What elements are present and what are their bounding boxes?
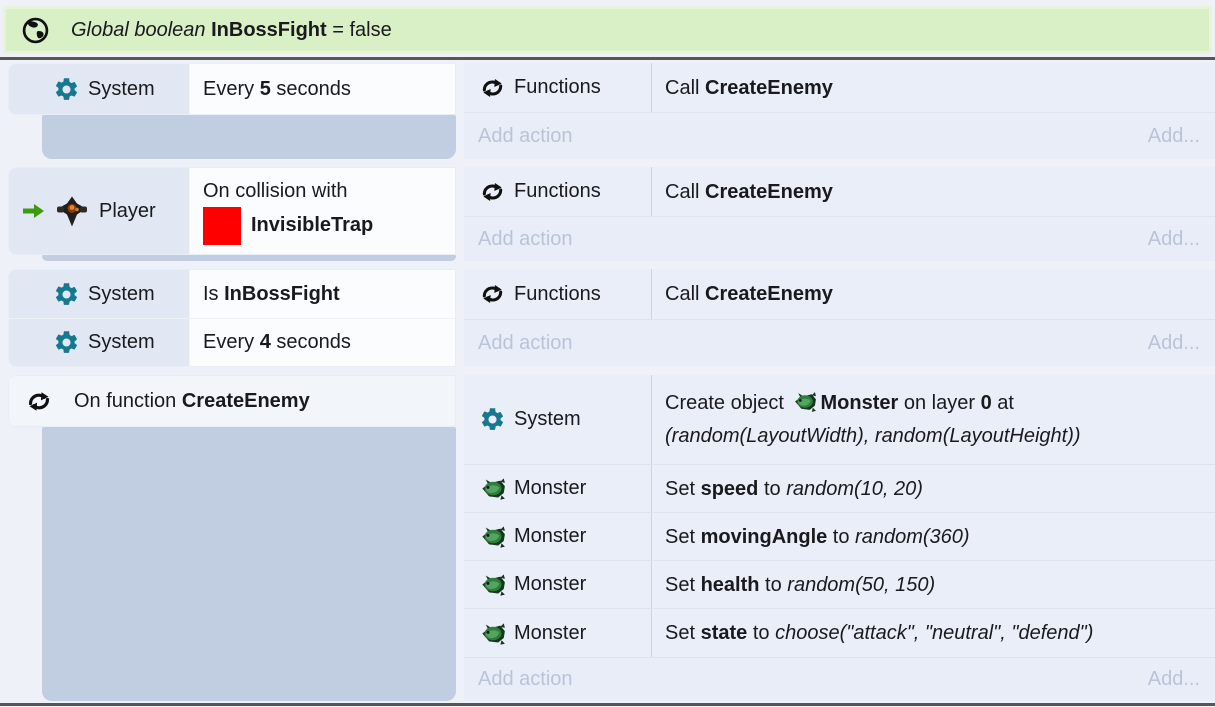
player-sprite-icon — [53, 195, 91, 228]
object-label: Monster — [514, 525, 587, 547]
variable-value: = false — [332, 18, 392, 41]
action-object-cell[interactable]: Monster — [464, 561, 652, 608]
monster-sprite-icon — [479, 525, 506, 548]
action-call-createenemy[interactable]: Functions Call CreateEnemy — [464, 63, 1215, 113]
add-action-link[interactable]: Add action — [478, 331, 573, 354]
condition-text-cell[interactable]: Every 4 seconds — [190, 319, 455, 366]
add-action-link[interactable]: Add action — [478, 668, 573, 690]
object-label: Monster — [514, 573, 587, 595]
action-create-object[interactable]: System Create object Monster on layer 0 … — [464, 375, 1215, 465]
condition-every-5-seconds[interactable]: System Every 5 seconds — [9, 64, 455, 114]
globe-icon — [22, 17, 49, 44]
event-block-2: Player On collision with InvisibleTrap — [8, 167, 1215, 261]
bookmark-arrow-icon — [21, 203, 53, 219]
condition-text-cell[interactable]: Is InBossFight — [190, 270, 455, 318]
action-object-cell[interactable]: Monster — [464, 609, 652, 657]
event2-conditions: Player On collision with InvisibleTrap — [8, 167, 456, 255]
action-set-health[interactable]: Monster Set health to random(50, 150) — [464, 561, 1215, 609]
variable-type-label: Global boolean — [71, 18, 206, 41]
condition-every-4-seconds[interactable]: System Every 4 seconds — [9, 318, 455, 366]
object-label: Functions — [514, 76, 601, 98]
action-object-cell[interactable]: Monster — [464, 513, 652, 560]
action-text-cell[interactable]: Set health to random(50, 150) — [665, 573, 936, 596]
action-object-cell[interactable]: Functions — [464, 269, 652, 319]
object-label: System — [88, 77, 155, 100]
global-variable-row[interactable]: Global boolean InBossFight = false — [3, 6, 1212, 54]
action-object-cell[interactable]: Monster — [464, 465, 652, 512]
functions-icon — [479, 180, 506, 204]
functions-icon — [25, 389, 53, 414]
condition-text-cell[interactable]: Every 5 seconds — [190, 64, 455, 114]
invisibletrap-icon — [203, 206, 241, 245]
add-more-link[interactable]: Add... — [1147, 668, 1200, 690]
action-text-cell[interactable]: Create object Monster on layer 0 at (ran… — [652, 375, 1215, 464]
condition-object-cell[interactable]: System — [9, 270, 190, 318]
add-more-link[interactable]: Add... — [1147, 331, 1200, 354]
monster-sprite-icon — [479, 477, 506, 500]
variable-name: InBossFight — [211, 18, 327, 41]
system-gear-icon — [53, 281, 80, 308]
condition-object-cell[interactable]: System — [9, 319, 190, 366]
event3-conditions: System Is InBossFight System — [8, 269, 456, 367]
system-gear-icon — [53, 329, 80, 356]
object-label: System — [514, 408, 581, 430]
action-text-cell[interactable]: Set speed to random(10, 20) — [665, 477, 923, 500]
sheet-bottom-border — [0, 703, 1215, 706]
action-set-speed[interactable]: Monster Set speed to random(10, 20) — [464, 465, 1215, 513]
variables-separator — [0, 57, 1215, 60]
event1-conditions: System Every 5 seconds — [8, 63, 456, 115]
event-block-3: System Is InBossFight System — [8, 269, 1215, 367]
object-label: Functions — [514, 180, 601, 202]
event-block-1: System Every 5 seconds Functions — [8, 63, 1215, 159]
action-text-cell[interactable]: Call CreateEnemy — [665, 283, 833, 305]
action-object-cell[interactable]: Functions — [464, 63, 652, 112]
function-header-text: On function CreateEnemy — [74, 389, 310, 412]
object-label: System — [88, 331, 155, 353]
action-set-movingangle[interactable]: Monster Set movingAngle to random(360) — [464, 513, 1215, 561]
event-sheet: Global boolean InBossFight = false Syste… — [0, 6, 1215, 707]
monster-sprite-icon — [479, 573, 506, 596]
action-object-cell[interactable]: Functions — [464, 167, 652, 216]
add-action-row: Add action Add... — [464, 658, 1215, 701]
action-text-cell[interactable]: Set state to choose("attack", "neutral",… — [665, 622, 1094, 644]
action-call-createenemy[interactable]: Functions Call CreateEnemy — [464, 167, 1215, 217]
functions-icon — [479, 76, 506, 100]
object-label: Monster — [514, 621, 587, 644]
add-action-row: Add action Add... — [464, 320, 1215, 366]
action-call-createenemy[interactable]: Functions Call CreateEnemy — [464, 269, 1215, 320]
event2-margin — [42, 255, 456, 261]
action-text-cell[interactable]: Call CreateEnemy — [665, 76, 833, 99]
event1-margin — [42, 115, 456, 159]
functions-icon — [479, 282, 506, 306]
event-block-4: On function CreateEnemy System Create ob… — [8, 375, 1215, 701]
condition-object-cell[interactable]: Player — [9, 168, 190, 254]
add-action-row: Add action Add... — [464, 113, 1215, 159]
object-label: Player — [99, 199, 156, 222]
create-position-expression: (random(LayoutWidth), random(LayoutHeigh… — [665, 425, 1081, 447]
action-text-cell[interactable]: Call CreateEnemy — [665, 180, 833, 203]
object-label: System — [88, 282, 155, 305]
object-label: Monster — [514, 477, 587, 499]
add-action-link[interactable]: Add action — [478, 227, 573, 250]
action-set-state[interactable]: Monster Set state to choose("attack", "n… — [464, 609, 1215, 658]
add-more-link[interactable]: Add... — [1147, 124, 1200, 147]
system-gear-icon — [479, 406, 506, 433]
monster-sprite-icon — [792, 391, 817, 421]
add-action-link[interactable]: Add action — [478, 124, 573, 147]
add-more-link[interactable]: Add... — [1147, 227, 1200, 250]
event4-margin — [42, 427, 456, 701]
condition-text-cell[interactable]: On collision with InvisibleTrap — [190, 168, 455, 254]
condition-is-inbossfight[interactable]: System Is InBossFight — [9, 270, 455, 318]
action-text-cell[interactable]: Set movingAngle to random(360) — [665, 525, 970, 548]
action-object-cell[interactable]: System — [464, 375, 652, 464]
condition-on-collision[interactable]: Player On collision with InvisibleTrap — [9, 168, 455, 254]
object-label: Functions — [514, 282, 601, 305]
monster-sprite-icon — [479, 622, 506, 645]
add-action-row: Add action Add... — [464, 217, 1215, 261]
condition-object-cell[interactable]: System — [9, 64, 190, 114]
condition-on-function-createenemy[interactable]: On function CreateEnemy — [8, 375, 456, 427]
global-variable-text: Global boolean InBossFight = false — [71, 19, 392, 42]
system-gear-icon — [53, 76, 80, 103]
